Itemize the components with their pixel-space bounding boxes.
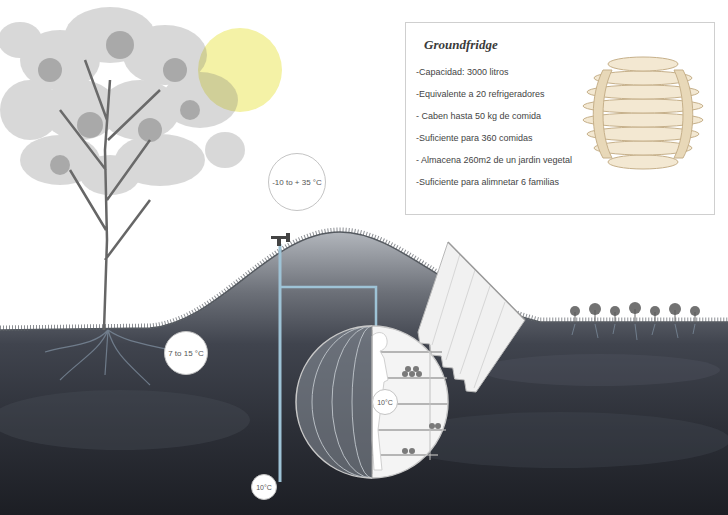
water-pipe [279, 244, 282, 482]
water-pipe-branch [280, 287, 376, 327]
food-item [413, 366, 419, 372]
food-item [416, 371, 422, 377]
temperature-label: 10°C [377, 399, 393, 406]
shelf-frame [372, 330, 430, 474]
tree-roots [45, 330, 170, 385]
leaf-cluster [77, 112, 103, 138]
model-rib [593, 70, 612, 158]
model-slice [608, 57, 678, 71]
sphere-meridian [352, 326, 372, 478]
sphere-interior [372, 326, 448, 478]
tube-rim [448, 242, 525, 320]
plant [650, 306, 660, 316]
plant [570, 306, 580, 316]
food-item [429, 423, 435, 429]
food-item [409, 448, 415, 454]
leaf-cluster [163, 58, 187, 82]
plant [589, 303, 601, 315]
groundfridge-model [583, 57, 703, 169]
temperature-label: -10 to + 35 °C [272, 178, 322, 187]
model-rib [674, 70, 693, 158]
plant [669, 303, 681, 315]
leaf-cluster [205, 132, 245, 168]
soil-layer [480, 354, 720, 386]
tube-panel-lines [432, 254, 505, 388]
food-item [405, 366, 411, 372]
sphere-shell-fill [296, 326, 372, 478]
plant [690, 306, 700, 316]
leaf-cluster [138, 118, 162, 142]
leaf-cluster [80, 155, 140, 195]
tree-leaves [38, 31, 200, 175]
panel-item: - Almacena 260m2 de un jardin vegetal [416, 155, 704, 166]
water-tap [271, 233, 290, 246]
grass [0, 230, 728, 328]
sphere-meridian [332, 326, 372, 478]
plant-leaves [570, 302, 700, 316]
panel-item: -Capacidad: 3000 litros [416, 67, 704, 78]
model-slice [608, 155, 678, 169]
vegetable-garden [570, 302, 700, 340]
food-item [409, 371, 415, 377]
temperature-label: 7 to 15 °C [168, 349, 204, 358]
panel-item: -Suficiente para alimnetar 6 familias [416, 177, 704, 188]
ground-surface [0, 232, 728, 330]
food-item [402, 448, 408, 454]
panel-title: Groundfridge [424, 37, 704, 53]
plant-roots [572, 324, 695, 340]
panel-item: - Caben hasta 50 kg de comida [416, 111, 704, 122]
tree-canopy [0, 7, 245, 195]
sphere-interior-fill [372, 326, 448, 478]
sphere-meridian [312, 326, 372, 478]
food-items [402, 366, 441, 454]
ground [0, 232, 728, 515]
temperature-circle: 7 to 15 °C [164, 331, 208, 375]
panel-item: -Suficiente para 360 comidas [416, 133, 704, 144]
temperature-circle: -10 to + 35 °C [268, 153, 326, 211]
soil-layer [0, 390, 250, 450]
temperature-label: 10°C [256, 484, 272, 491]
plant [610, 306, 620, 316]
leaf-cluster [180, 100, 200, 120]
panel-item: -Equivalente a 20 refrigeradores [416, 89, 704, 100]
food-item [435, 423, 441, 429]
sphere-shell [296, 326, 372, 478]
temperature-circle: 10°C [372, 389, 398, 415]
leaf-cluster [106, 31, 134, 59]
leaf-cluster [0, 22, 42, 58]
plant [629, 302, 641, 314]
sphere-outline [296, 326, 448, 478]
leaf-cluster [50, 155, 70, 175]
info-panel: Groundfridge -Capacidad: 3000 litros -Equi… [405, 22, 715, 215]
food-item [402, 371, 408, 377]
temperature-circle: 10°C [251, 474, 277, 500]
leaf-cluster [38, 58, 62, 82]
